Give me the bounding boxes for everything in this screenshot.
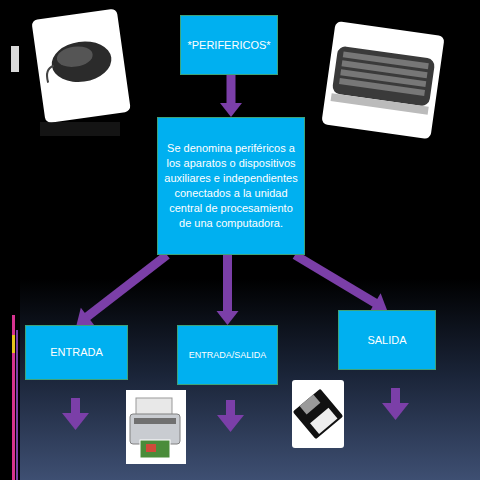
picture-card xyxy=(126,390,186,464)
side-line xyxy=(16,330,18,480)
category-box: ENTRADA xyxy=(25,325,128,380)
reflection xyxy=(40,122,120,136)
mouse-cable xyxy=(46,66,56,83)
mouse-body xyxy=(49,38,114,86)
arrow-shaft xyxy=(295,255,376,303)
mouse-picture xyxy=(31,8,131,123)
arrow-head xyxy=(62,413,89,430)
down-arrows xyxy=(62,388,409,432)
photo-detail xyxy=(146,444,156,452)
arrow-head xyxy=(77,308,95,325)
connector-arrow xyxy=(77,255,168,325)
connector-arrow xyxy=(295,255,387,312)
arrow-shaft xyxy=(71,398,80,414)
floppy-shutter xyxy=(300,394,321,414)
wrist-rest xyxy=(331,93,429,115)
box-text: ENTRADA/SALIDA xyxy=(189,349,267,361)
keyboard-picture xyxy=(321,21,444,139)
printer-picture xyxy=(126,390,186,464)
side-line xyxy=(12,335,15,353)
box-text: *PERIFERICOS* xyxy=(187,38,270,53)
side-marker xyxy=(11,46,19,72)
side-line xyxy=(12,315,15,480)
photo-print xyxy=(140,440,170,458)
picture-card xyxy=(31,8,131,123)
picture-card xyxy=(321,21,444,139)
arrow-head xyxy=(220,103,242,117)
floppy-label xyxy=(310,408,337,434)
picture-card xyxy=(292,380,344,448)
definition-box: Se denomina periféricos a los aparatos o… xyxy=(157,117,305,255)
arrow-head xyxy=(217,311,239,325)
floppy-body xyxy=(293,389,344,440)
connector-arrow xyxy=(220,75,242,117)
arrow-head xyxy=(217,415,244,432)
arrow-head xyxy=(382,403,409,420)
arrow-shaft xyxy=(87,255,167,317)
box-text: Se denomina periféricos a los aparatos o… xyxy=(164,141,298,230)
arrow-shaft xyxy=(226,400,235,416)
paper-tray xyxy=(136,398,172,416)
printer-slot xyxy=(134,418,176,424)
arrow-shaft xyxy=(227,75,236,104)
floppy-disk xyxy=(293,389,344,440)
floppy-picture xyxy=(292,380,344,448)
arrow-shaft xyxy=(391,388,400,404)
title-box: *PERIFERICOS* xyxy=(180,15,278,75)
mouse-top xyxy=(56,44,94,69)
key-row xyxy=(339,78,425,96)
arrow-shaft xyxy=(223,255,232,312)
category-box: SALIDA xyxy=(338,310,436,370)
side-band xyxy=(0,0,20,480)
connector-arrow xyxy=(217,255,239,325)
category-box: ENTRADA/SALIDA xyxy=(177,325,278,385)
box-text: SALIDA xyxy=(367,333,406,348)
box-text: ENTRADA xyxy=(50,345,103,360)
